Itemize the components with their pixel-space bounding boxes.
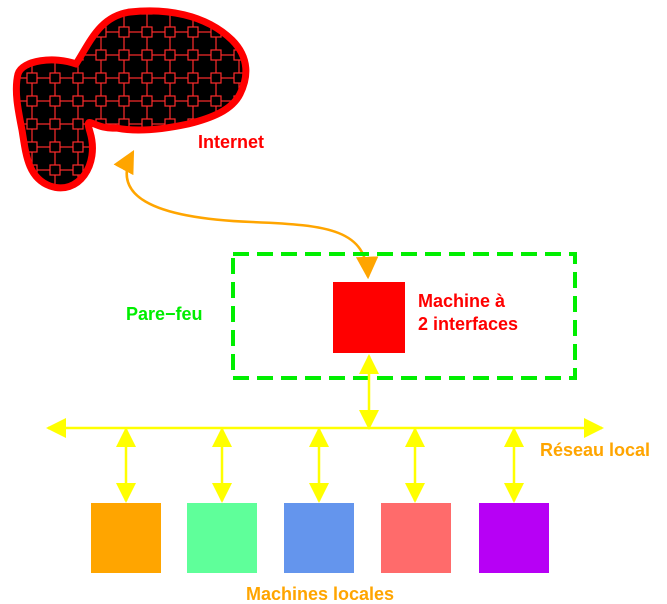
internet-link-arrow [113,150,379,280]
firewall-label: Pare−feu [126,304,203,324]
local-machine-3 [284,503,354,573]
local-machine-1 [91,503,161,573]
internet-cloud [12,7,250,192]
machine-label-line1: Machine à [418,291,506,311]
firewall-box [231,252,577,380]
local-machine-5 [479,503,549,573]
local-network-label: Réseau local [540,440,650,460]
local-machines-label: Machines locales [246,584,394,604]
gateway-machine [333,282,405,353]
local-machine-2 [187,503,257,573]
local-machine-4 [381,503,451,573]
machine-label-line2: 2 interfaces [418,314,518,334]
internet-label: Internet [198,132,264,152]
